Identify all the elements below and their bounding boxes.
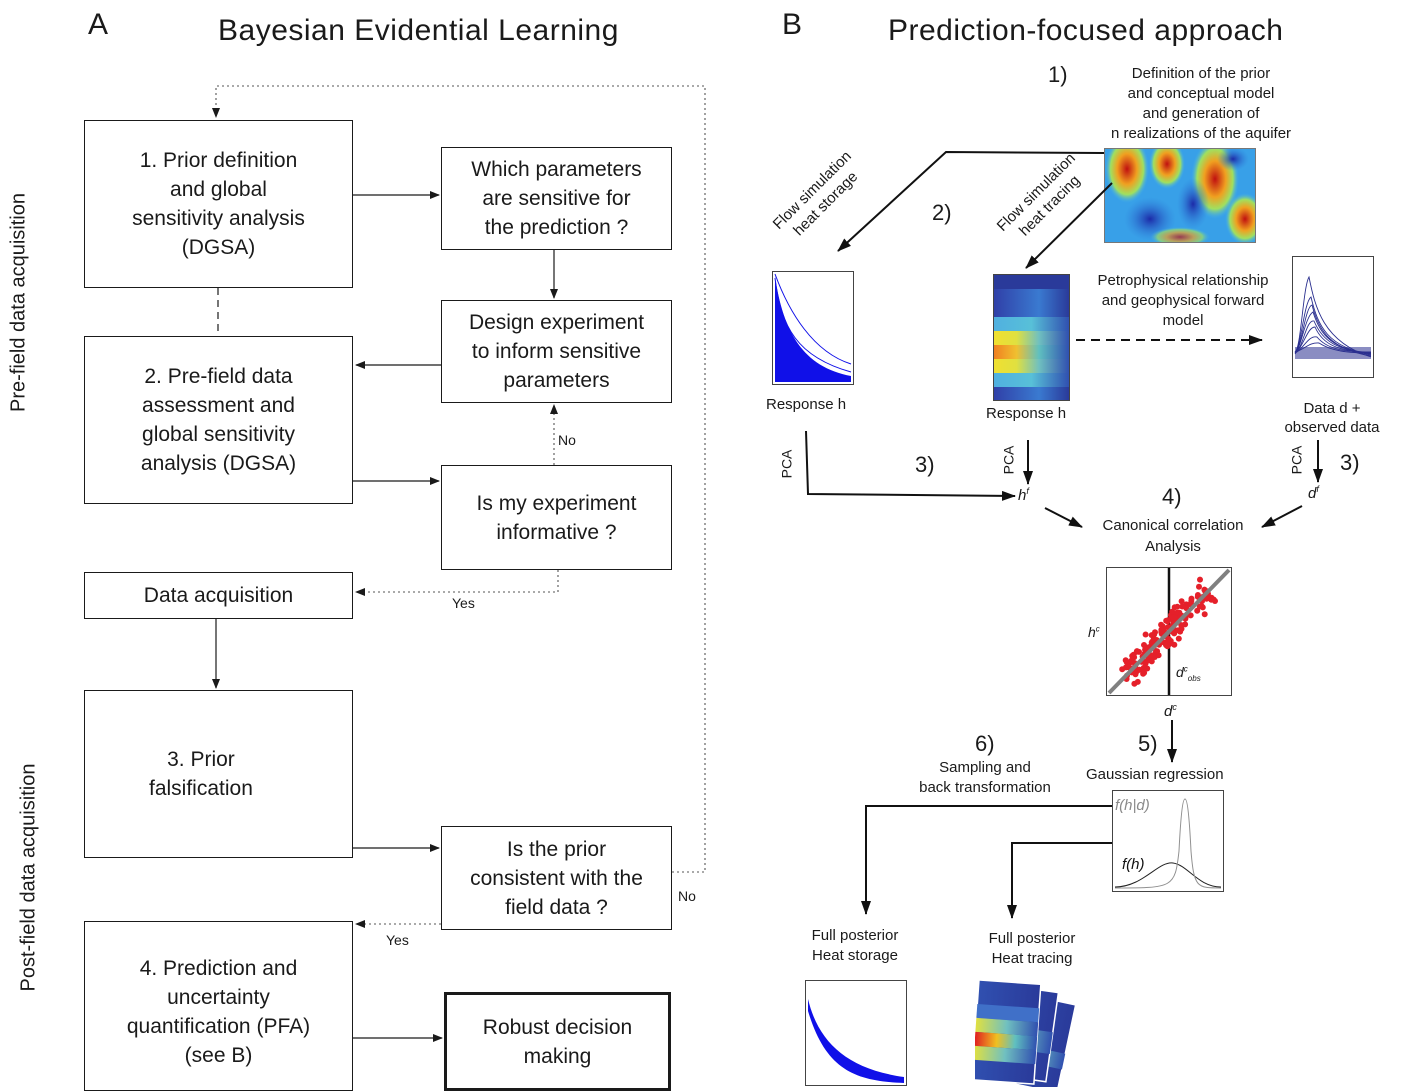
is-informative-box: Is my experiment informative ? bbox=[441, 465, 672, 570]
cca-scatter-point bbox=[1178, 625, 1185, 632]
cca-scatter-point bbox=[1165, 636, 1172, 643]
sampling-text: Sampling and back transformation bbox=[919, 759, 1051, 796]
dotted-arrow-yes-to-acquisition bbox=[355, 570, 559, 596]
posterior-density-label: f(h|d) bbox=[1115, 797, 1150, 814]
cca-scatter-point bbox=[1199, 604, 1206, 611]
arrow-sampling-to-storage bbox=[861, 805, 1112, 915]
cca-scatter-point bbox=[1142, 631, 1149, 638]
full-posterior-storage-label: Full posterior Heat storage bbox=[811, 927, 899, 964]
step-4-number: 4) bbox=[1162, 484, 1182, 509]
cca-scatter-point bbox=[1210, 596, 1217, 603]
robust-decision-box: Robust decision making bbox=[444, 992, 671, 1091]
gaussian-regression-plot bbox=[1112, 790, 1224, 892]
step-2-number: 2) bbox=[932, 200, 952, 225]
cca-scatter-point bbox=[1187, 612, 1194, 619]
gaussian-regression-text: Gaussian regression bbox=[1086, 766, 1224, 783]
cca-scatter-point bbox=[1201, 611, 1208, 618]
prior-density-label: f(h) bbox=[1122, 856, 1145, 873]
response-h-label-2: Response h bbox=[986, 405, 1067, 422]
prefield-assessment-box: 2. Pre-field data assessment and global … bbox=[84, 336, 353, 504]
cca-scatter-point bbox=[1169, 608, 1176, 615]
cca-scatter-point bbox=[1179, 603, 1186, 610]
data-acquisition-box: Data acquisition bbox=[84, 572, 353, 619]
edge-label-yes-consistent: Yes bbox=[386, 932, 409, 948]
cca-text: Canonical correlation Analysis bbox=[1102, 517, 1244, 555]
data-d-label: Data d + observed data bbox=[1284, 400, 1380, 436]
panel-b-letter: B bbox=[782, 8, 803, 41]
d-c-label: dc bbox=[1164, 702, 1177, 720]
h-f-label: hf bbox=[1018, 486, 1029, 504]
step-3b-number: 3) bbox=[1340, 450, 1360, 475]
cca-scatter-point bbox=[1182, 621, 1189, 628]
cca-scatter-point bbox=[1197, 576, 1203, 583]
arrow-df-to-cca bbox=[1261, 505, 1303, 528]
prior-falsification-box: 3. Prior falsification bbox=[84, 690, 353, 858]
cca-scatter-point bbox=[1119, 666, 1126, 673]
prior-consistent-box: Is the prior consistent with the field d… bbox=[441, 826, 672, 930]
arrow-pca-storage bbox=[805, 430, 1016, 501]
posterior-storage-plot bbox=[805, 980, 907, 1086]
edge-label-yes-informative: Yes bbox=[452, 595, 475, 611]
step-3a-number: 3) bbox=[915, 452, 935, 477]
cca-scatter-point bbox=[1188, 598, 1195, 604]
cca-scatter-point bbox=[1164, 618, 1171, 625]
response-h-storage-plot bbox=[772, 271, 854, 385]
cca-scatter-point bbox=[1196, 583, 1202, 590]
panel-b-title: Prediction-focused approach bbox=[888, 14, 1284, 47]
cca-scatter-point bbox=[1178, 598, 1185, 605]
cca-scatter-point bbox=[1141, 642, 1147, 648]
cca-scatter-point bbox=[1147, 657, 1154, 664]
cca-scatter-point bbox=[1122, 657, 1129, 664]
full-posterior-tracing-label: Full posterior Heat tracing bbox=[988, 930, 1076, 967]
step-5-number: 5) bbox=[1138, 731, 1158, 756]
panel-a-letter: A bbox=[88, 8, 109, 41]
edge-label-no-consistent: No bbox=[678, 888, 696, 904]
arrow-aquifer-to-tracing bbox=[1025, 182, 1113, 269]
aquifer-realization-image bbox=[1104, 148, 1256, 243]
step-1-text: Definition of the prior and conceptual m… bbox=[1110, 65, 1292, 142]
cca-scatter-point bbox=[1148, 639, 1155, 646]
cca-scatter-point bbox=[1175, 635, 1182, 642]
data-d-plot bbox=[1292, 256, 1374, 378]
prior-definition-box: 1. Prior definition and global sensitivi… bbox=[84, 120, 353, 288]
prediction-uq-box: 4. Prediction and uncertainty quantifica… bbox=[84, 921, 353, 1091]
panel-a-title: Bayesian Evidential Learning bbox=[218, 14, 619, 47]
cca-scatter-point bbox=[1163, 641, 1170, 648]
h-c-label: hc bbox=[1088, 624, 1100, 640]
cca-scatter-point bbox=[1140, 670, 1147, 677]
cca-scatter-point bbox=[1140, 664, 1147, 671]
step-1-number: 1) bbox=[1048, 62, 1068, 87]
cca-scatter-point bbox=[1171, 641, 1178, 648]
cca-scatter-point bbox=[1171, 604, 1178, 611]
d-f-label: df bbox=[1308, 484, 1319, 502]
cca-scatter-point bbox=[1194, 607, 1201, 614]
response-h-label-1: Response h bbox=[766, 396, 847, 413]
which-parameters-box: Which parameters are sensitive for the p… bbox=[441, 147, 672, 250]
cca-scatter-point bbox=[1158, 627, 1165, 634]
cca-scatter-point bbox=[1131, 654, 1138, 661]
petrophysical-text: Petrophysical relationship and geophysic… bbox=[1097, 272, 1269, 329]
edge-label-no-informative: No bbox=[558, 432, 576, 448]
cca-scatter-point bbox=[1194, 592, 1201, 598]
cca-scatter-point bbox=[1152, 629, 1158, 636]
arrow-hf-to-cca bbox=[1044, 507, 1083, 528]
cca-scatter-point bbox=[1151, 654, 1158, 660]
arrow-sampling-to-tracing bbox=[1007, 842, 1112, 919]
step-6-number: 6) bbox=[975, 731, 995, 756]
posterior-tracing-stack bbox=[975, 978, 1095, 1087]
dotted-arrow-no-to-prior bbox=[212, 85, 706, 873]
response-h-tracing-heatmap bbox=[993, 274, 1070, 401]
cca-scatter-plot bbox=[1106, 567, 1232, 696]
d-c-obs-label: dcobs bbox=[1176, 664, 1201, 683]
arrow-aquifer-to-storage bbox=[837, 150, 1105, 252]
design-experiment-box: Design experiment to inform sensitive pa… bbox=[441, 300, 672, 403]
cca-scatter-point bbox=[1134, 678, 1141, 685]
